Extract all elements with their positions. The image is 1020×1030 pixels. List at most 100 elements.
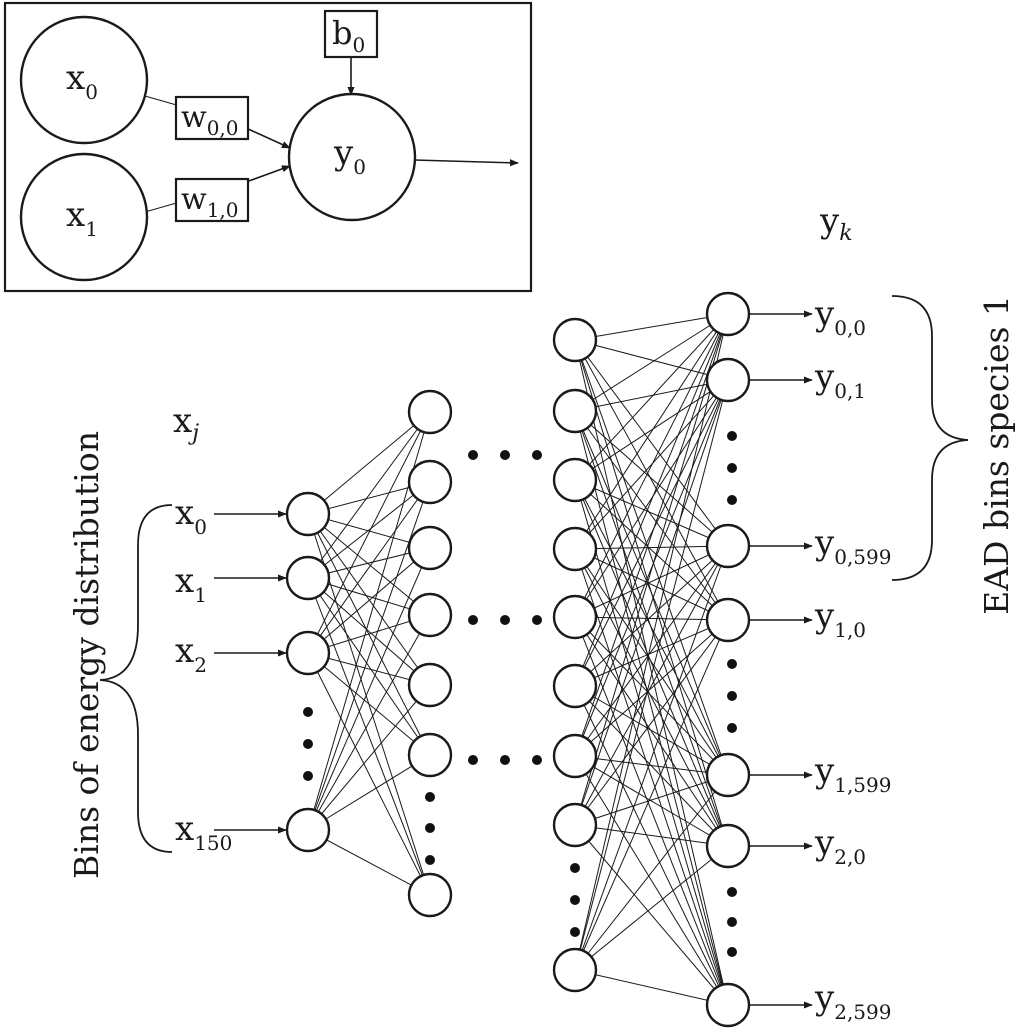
ellipsis-dot-8 — [532, 755, 542, 765]
inset-label-b0: b0 — [332, 14, 365, 57]
hidden1-node-2 — [407, 525, 453, 571]
hidden1-node-1 — [407, 459, 453, 505]
hidden2-node-4 — [552, 594, 598, 640]
layer3-output-edge-6-6 — [574, 755, 729, 1006]
layer3-output-edge-5-4 — [574, 685, 729, 776]
layer1-layer2-edge-1-4 — [307, 577, 431, 686]
layer1-layer2-edge-2-1 — [307, 481, 431, 654]
hidden1-node-3 — [407, 592, 453, 638]
ellipsis-dot-0 — [468, 450, 478, 460]
layer3-output-edge-1-4 — [574, 410, 729, 776]
layer3-output-edge-5-3 — [574, 619, 729, 687]
ellipsis-dot-19 — [727, 463, 737, 473]
network: xj yk x0 x1 x2 x150 y0,0 y0,1 y0,599 y1,… — [67, 201, 1016, 1028]
output-label-y2-599: y2,599 — [814, 978, 891, 1024]
inset-arrow-w00-y0 — [245, 127, 291, 149]
input-label-x2: x2 — [175, 631, 207, 677]
layer3-output-edge-8-4 — [574, 774, 729, 971]
hidden2-node-7 — [552, 802, 598, 848]
layer1-layer2-edge-2-0 — [307, 411, 431, 654]
network-nodes — [285, 291, 751, 1028]
hidden2-node-5 — [552, 663, 598, 709]
input-node-1 — [285, 555, 331, 601]
layer1-layer2-edge-2-2 — [307, 547, 431, 654]
ellipsis-dot-3 — [468, 615, 478, 625]
layer3-output-edge-3-4 — [574, 548, 729, 776]
input-node-2 — [285, 630, 331, 676]
layer3-output-edge-2-2 — [574, 479, 729, 547]
ellipsis-dot-20 — [727, 495, 737, 505]
output-brace-label: EAD bins species 1 — [977, 295, 1016, 615]
layer3-output-edge-0-2 — [574, 339, 729, 547]
inset-input-node-x0 — [19, 15, 149, 145]
layer3-output-edge-5-2 — [574, 545, 729, 687]
output-header-label: yk — [819, 201, 853, 246]
ellipsis-dot-5 — [532, 615, 542, 625]
hidden1-node-0 — [407, 389, 453, 435]
ellipsis-dot-26 — [727, 947, 737, 957]
output-node-2 — [705, 523, 751, 569]
inset-edge-x1-w10 — [144, 201, 181, 213]
layer3-output-edge-7-5 — [574, 824, 729, 847]
layer3-output-edge-0-6 — [574, 339, 729, 1006]
ellipsis-dot-11 — [303, 771, 313, 781]
hidden1-node-5 — [407, 732, 453, 778]
network-connections — [307, 313, 729, 1006]
network-io-arrows — [214, 310, 813, 1009]
ellipsis-dots — [303, 431, 737, 957]
ellipsis-dot-12 — [425, 792, 435, 802]
input-label-x1: x1 — [175, 561, 207, 607]
layer3-output-edge-2-0 — [574, 313, 729, 481]
ellipsis-dot-10 — [303, 739, 313, 749]
layer3-output-edge-8-0 — [574, 313, 729, 971]
layer3-output-edge-3-0 — [574, 313, 729, 550]
layer3-output-edge-0-3 — [574, 339, 729, 621]
layer1-layer2-edge-1-1 — [307, 481, 431, 579]
layer3-output-edge-2-5 — [574, 479, 729, 847]
output-node-1 — [705, 357, 751, 403]
layer3-output-edge-0-4 — [574, 339, 729, 776]
output-label-y0-1: y0,1 — [814, 357, 866, 403]
input-header-label: xj — [173, 401, 199, 446]
input-label-x150: x150 — [175, 809, 232, 855]
output-node-6 — [705, 982, 751, 1028]
output-label-y0-599: y0,599 — [814, 523, 891, 569]
ellipsis-dot-9 — [303, 707, 313, 717]
ellipsis-dot-18 — [727, 431, 737, 441]
layer1-layer2-edge-0-3 — [307, 513, 431, 616]
hidden2-node-1 — [552, 388, 598, 434]
layer3-output-edge-6-4 — [574, 755, 729, 776]
layer3-output-edge-5-1 — [574, 379, 729, 687]
layer1-layer2-edge-0-4 — [307, 513, 431, 686]
layer1-layer2-edge-1-0 — [307, 411, 431, 579]
inset-weight-box-w00 — [174, 95, 250, 141]
inset-output-node-y0 — [287, 92, 417, 222]
layer3-output-edge-1-1 — [574, 379, 729, 412]
hidden2-node-0 — [552, 317, 598, 363]
layer1-layer2-edge-3-6 — [307, 829, 431, 896]
layer3-output-edge-3-3 — [574, 548, 729, 621]
inset-label-x0: x0 — [66, 58, 98, 104]
layer3-output-edge-7-4 — [574, 774, 729, 826]
layer3-output-edge-4-1 — [574, 379, 729, 618]
ellipsis-dot-14 — [425, 855, 435, 865]
inset-input-node-x1 — [19, 152, 149, 282]
layer1-layer2-edge-2-6 — [307, 652, 431, 896]
output-node-4 — [705, 752, 751, 798]
input-brace-label: Bins of energy distribution — [67, 431, 106, 879]
output-label-y1-599: y1,599 — [814, 751, 891, 797]
layer3-output-edge-8-2 — [574, 545, 729, 971]
output-node-0 — [705, 291, 751, 337]
input-label-x0: x0 — [175, 493, 207, 539]
ellipsis-dot-2 — [532, 450, 542, 460]
layer3-output-edge-0-0 — [574, 313, 729, 341]
ellipsis-dot-25 — [727, 917, 737, 927]
layer3-output-edge-4-0 — [574, 313, 729, 618]
layer3-output-edge-2-4 — [574, 479, 729, 776]
inset-output-arrow — [413, 159, 519, 167]
ellipsis-dot-24 — [727, 887, 737, 897]
output-node-5 — [705, 823, 751, 869]
layer3-output-edge-1-3 — [574, 410, 729, 621]
inset-label-x1: x1 — [66, 195, 98, 241]
